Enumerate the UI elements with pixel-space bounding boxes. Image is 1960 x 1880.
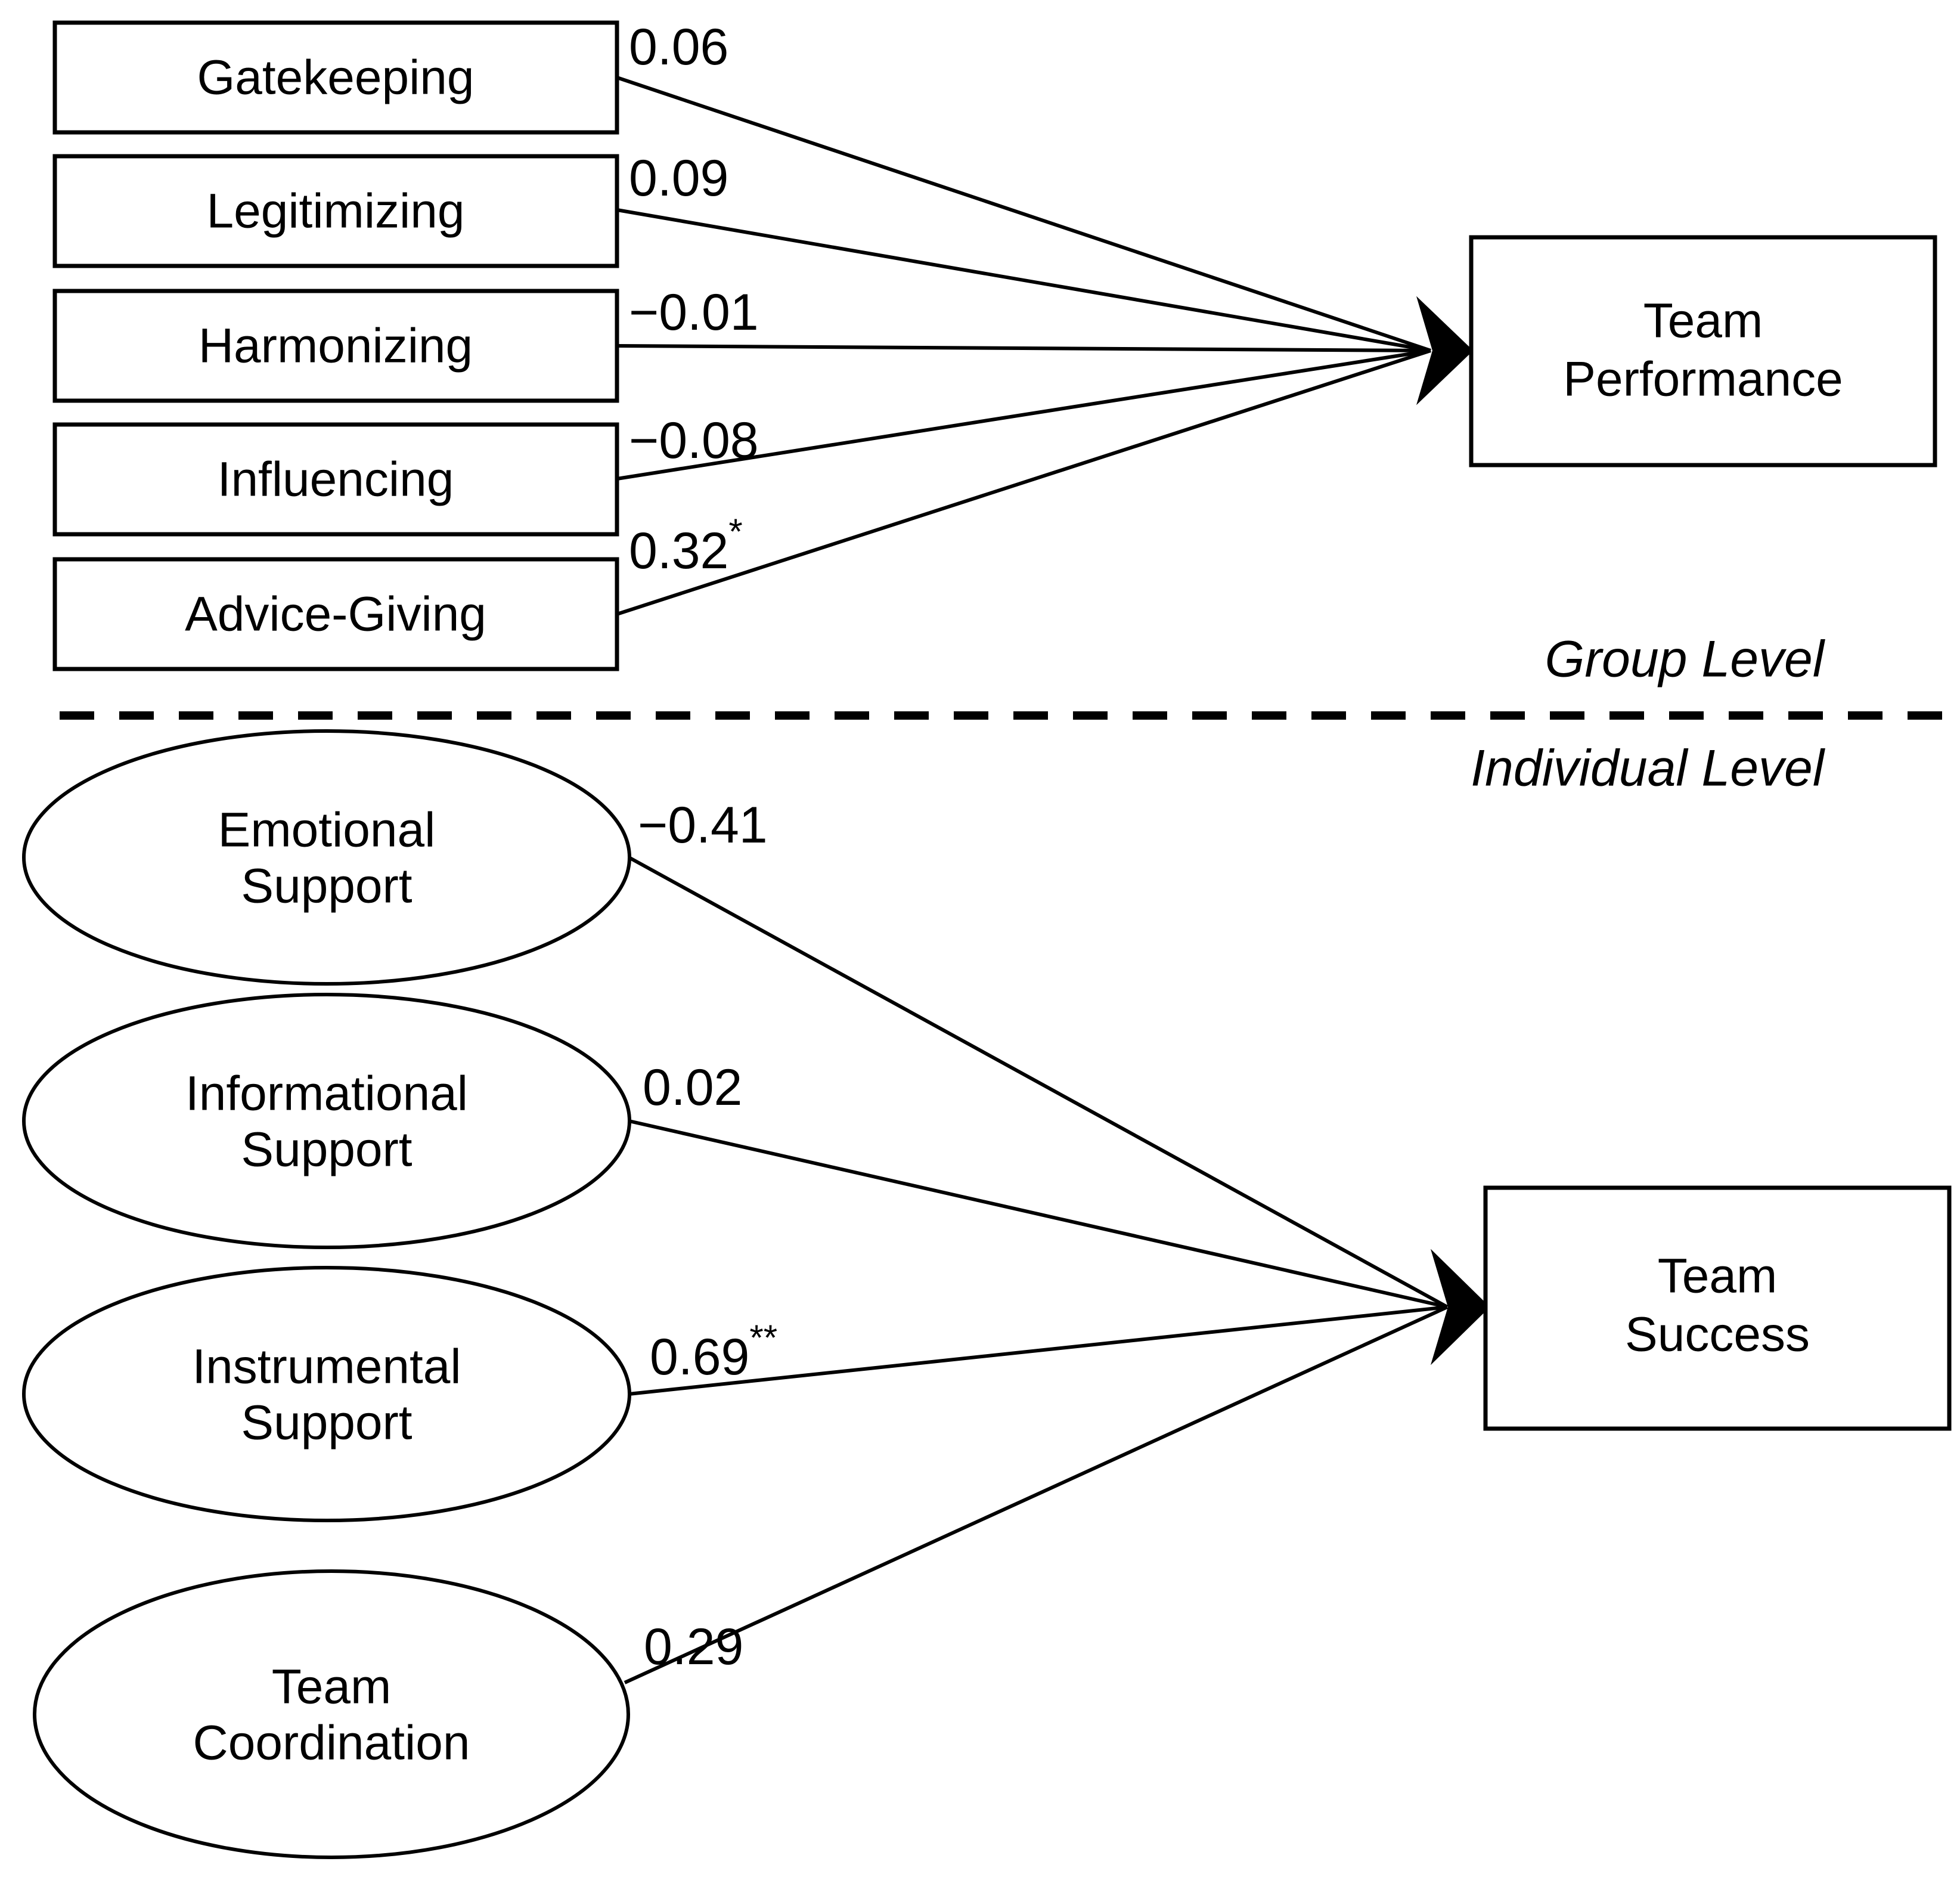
node-team-performance-line1: Team xyxy=(1643,294,1763,348)
path-harmonizing-to-team-performance xyxy=(616,344,1431,352)
coefficient-advice-giving: 0.32* xyxy=(629,512,743,579)
coefficient-informational-support: 0.02 xyxy=(643,1059,742,1116)
node-gatekeeping-label: Gatekeeping xyxy=(197,51,474,105)
individual-level-paths xyxy=(624,856,1490,1684)
path-emotional-support-to-team-success xyxy=(628,856,1449,1309)
path-influencing-to-team-performance xyxy=(616,349,1431,481)
node-advice-giving-label: Advice-Giving xyxy=(185,587,486,642)
node-advice-giving[interactable]: Advice-Giving xyxy=(52,557,619,671)
node-emotional-support-line1: Emotional xyxy=(218,803,436,857)
node-emotional-support-line2: Support xyxy=(241,859,412,913)
coefficient-influencing: −0.08 xyxy=(629,412,759,469)
node-informational-support-line1: Informational xyxy=(185,1067,468,1121)
arrowhead-team-performance xyxy=(1416,296,1474,405)
node-team-coordination[interactable]: Team Coordination xyxy=(33,1569,630,1859)
node-instrumental-support[interactable]: Instrumental Support xyxy=(22,1266,631,1522)
node-influencing-label: Influencing xyxy=(218,453,454,507)
path-gatekeeping-to-team-performance xyxy=(616,76,1431,352)
group-level-coefficients: 0.06 0.09 −0.01 −0.08 0.32* xyxy=(629,18,759,580)
node-team-performance[interactable]: Team Performance xyxy=(1469,235,1937,467)
coefficient-harmonizing: −0.01 xyxy=(629,284,759,341)
coefficient-emotional-support: −0.41 xyxy=(638,797,768,854)
path-informational-support-to-team-success xyxy=(628,1119,1448,1309)
node-influencing[interactable]: Influencing xyxy=(52,422,619,537)
node-team-success-line1: Team xyxy=(1658,1249,1778,1303)
coefficient-legitimizing: 0.09 xyxy=(629,150,728,207)
node-legitimizing-label: Legitimizing xyxy=(207,184,465,239)
path-legitimizing-to-team-performance xyxy=(616,208,1431,352)
individual-level-coefficients: −0.41 0.02 0.69** 0.29 xyxy=(638,797,777,1675)
individual-level-predictors: Emotional Support Informational Support … xyxy=(22,729,631,1859)
node-informational-support[interactable]: Informational Support xyxy=(22,993,631,1249)
node-team-success[interactable]: Team Success xyxy=(1483,1185,1952,1431)
level-divider-group: Group Level Individual Level xyxy=(60,631,1943,797)
node-team-success-line2: Success xyxy=(1625,1308,1810,1362)
node-harmonizing[interactable]: Harmonizing xyxy=(52,289,619,403)
coefficient-gatekeeping: 0.06 xyxy=(629,18,728,76)
node-instrumental-support-line1: Instrumental xyxy=(192,1340,461,1394)
path-advice-giving-to-team-performance xyxy=(616,349,1431,616)
node-informational-support-line2: Support xyxy=(241,1123,412,1177)
node-gatekeeping[interactable]: Gatekeeping xyxy=(52,20,619,135)
node-legitimizing[interactable]: Legitimizing xyxy=(52,154,619,268)
arrowhead-team-success xyxy=(1430,1249,1490,1365)
node-team-performance-line2: Performance xyxy=(1563,352,1843,407)
node-team-coordination-line1: Team xyxy=(272,1660,392,1714)
group-level-label: Group Level xyxy=(1545,631,1825,688)
path-team-coordination-to-team-success xyxy=(624,1305,1449,1684)
coefficient-team-coordination: 0.29 xyxy=(644,1618,743,1675)
coefficient-instrumental-support: 0.69** xyxy=(650,1318,777,1385)
node-instrumental-support-line2: Support xyxy=(241,1396,412,1450)
node-team-coordination-line2: Coordination xyxy=(193,1716,470,1770)
node-harmonizing-label: Harmonizing xyxy=(199,319,473,373)
group-level-paths xyxy=(616,76,1474,616)
node-emotional-support[interactable]: Emotional Support xyxy=(22,729,631,986)
path-instrumental-support-to-team-success xyxy=(628,1305,1448,1396)
group-level-predictors: Gatekeeping Legitimizing Harmonizing Inf… xyxy=(52,20,619,671)
individual-level-label: Individual Level xyxy=(1471,740,1826,797)
